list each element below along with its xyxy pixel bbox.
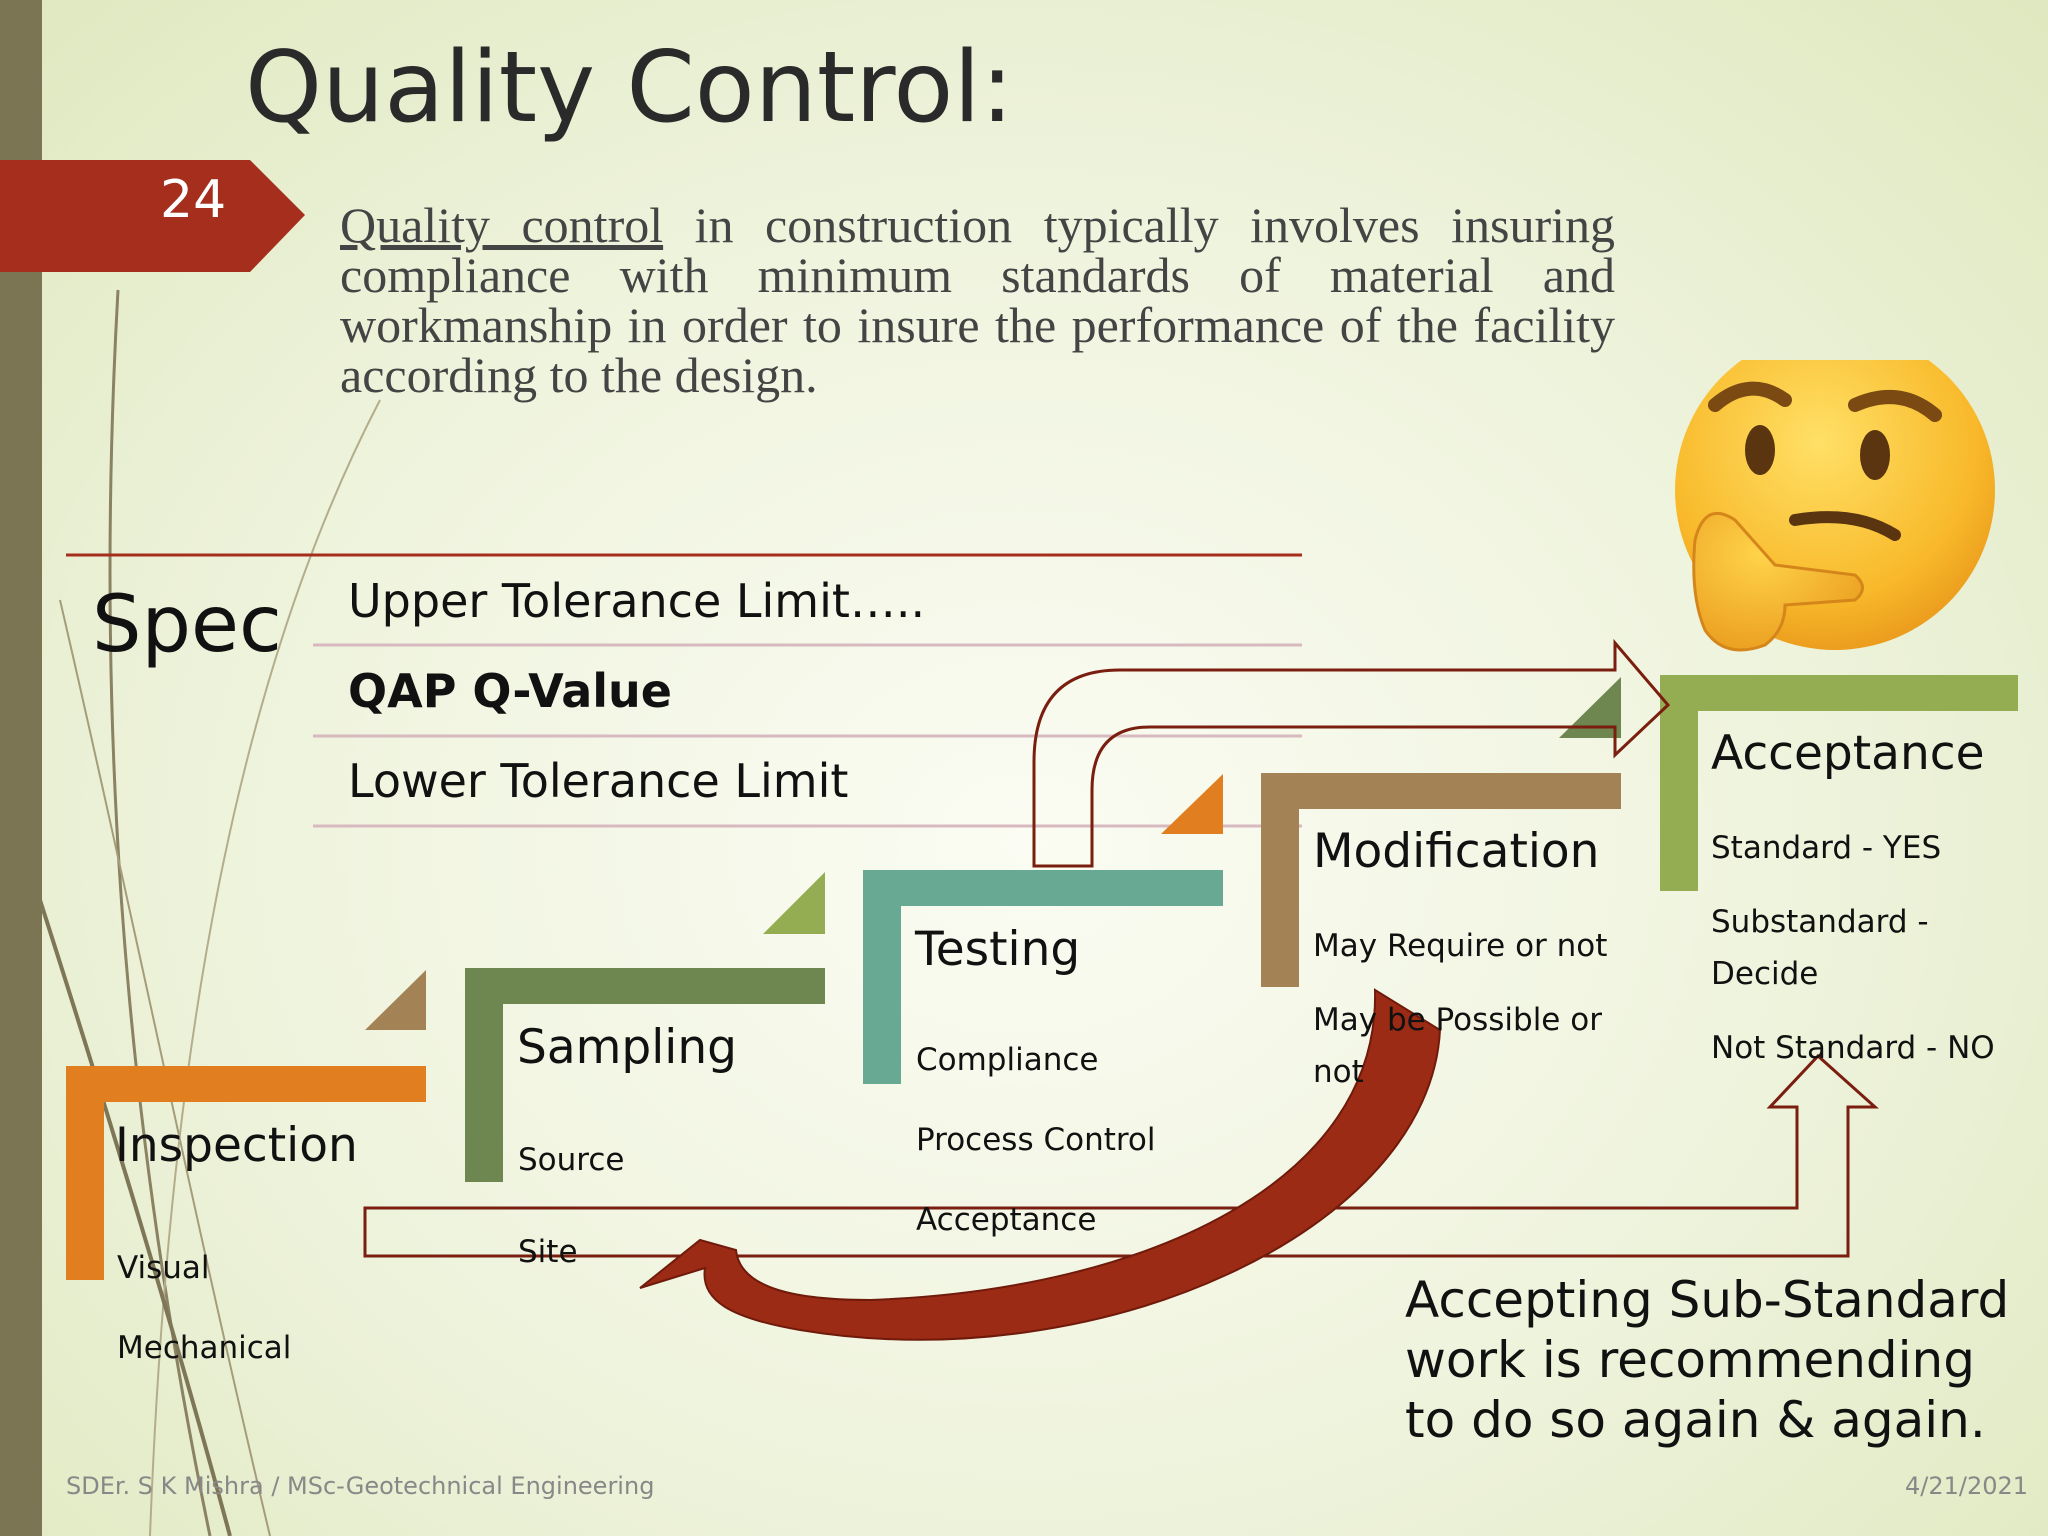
acceptance-title: Acceptance: [1711, 726, 1985, 781]
qap-q-value: QAP Q-Value: [348, 664, 672, 718]
inspection-item: Mechanical: [117, 1330, 292, 1366]
footer-date: 4/21/2021: [1905, 1472, 2029, 1500]
lower-tolerance-limit: Lower Tolerance Limit: [348, 754, 849, 808]
feedback-arrow-icon: [363, 1053, 1879, 1258]
intro-paragraph: Quality control in construction typicall…: [340, 200, 1615, 400]
inspection-bar: [66, 1066, 426, 1102]
modification-item: May Require or not: [1313, 928, 1608, 964]
acceptance-item: Standard - YES: [1711, 830, 1942, 866]
footer-author: SDEr. S K Mishra / MSc-Geotechnical Engi…: [66, 1472, 655, 1500]
thinking-face-icon: [1675, 360, 1995, 652]
sampling-item: Source: [518, 1142, 625, 1178]
sampling-corner: [763, 872, 825, 934]
testing-corner: [1161, 774, 1223, 834]
acceptance-item: Decide: [1711, 956, 1819, 992]
sub-standard-note: Accepting Sub-Standard work is recommend…: [1405, 1271, 2010, 1449]
acceptance-item: Not Standard - NO: [1711, 1030, 1995, 1066]
inspection-stem: [66, 1066, 104, 1280]
modification-corner: [1559, 677, 1621, 738]
modification-title: Modification: [1313, 824, 1600, 879]
curved-arrow-icon: [639, 988, 1442, 1341]
slide-number: 24: [160, 170, 227, 230]
upper-tolerance-limit: Upper Tolerance Limit…..: [348, 574, 926, 628]
testing-item: Process Control: [916, 1122, 1156, 1158]
page-title: Quality Control:: [245, 31, 1014, 145]
modification-item: May be Possible or: [1313, 1002, 1602, 1038]
inspection-item: Visual: [117, 1250, 210, 1286]
outline-arrow-icon: [1032, 638, 1671, 868]
testing-title: Testing: [915, 922, 1081, 977]
sampling-title: Sampling: [517, 1020, 737, 1075]
spec-label: Spec: [92, 580, 282, 670]
testing-item: Acceptance: [916, 1202, 1097, 1238]
inspection-title: Inspection: [115, 1118, 358, 1173]
inspection-corner: [365, 970, 426, 1030]
modification-item: not: [1313, 1054, 1364, 1090]
acceptance-item: Substandard -: [1711, 904, 1929, 940]
sampling-item: Site: [518, 1234, 578, 1270]
testing-item: Compliance: [916, 1042, 1099, 1078]
intro-text: in construction typically involves insur…: [340, 197, 1615, 403]
intro-term: Quality control: [340, 197, 664, 253]
